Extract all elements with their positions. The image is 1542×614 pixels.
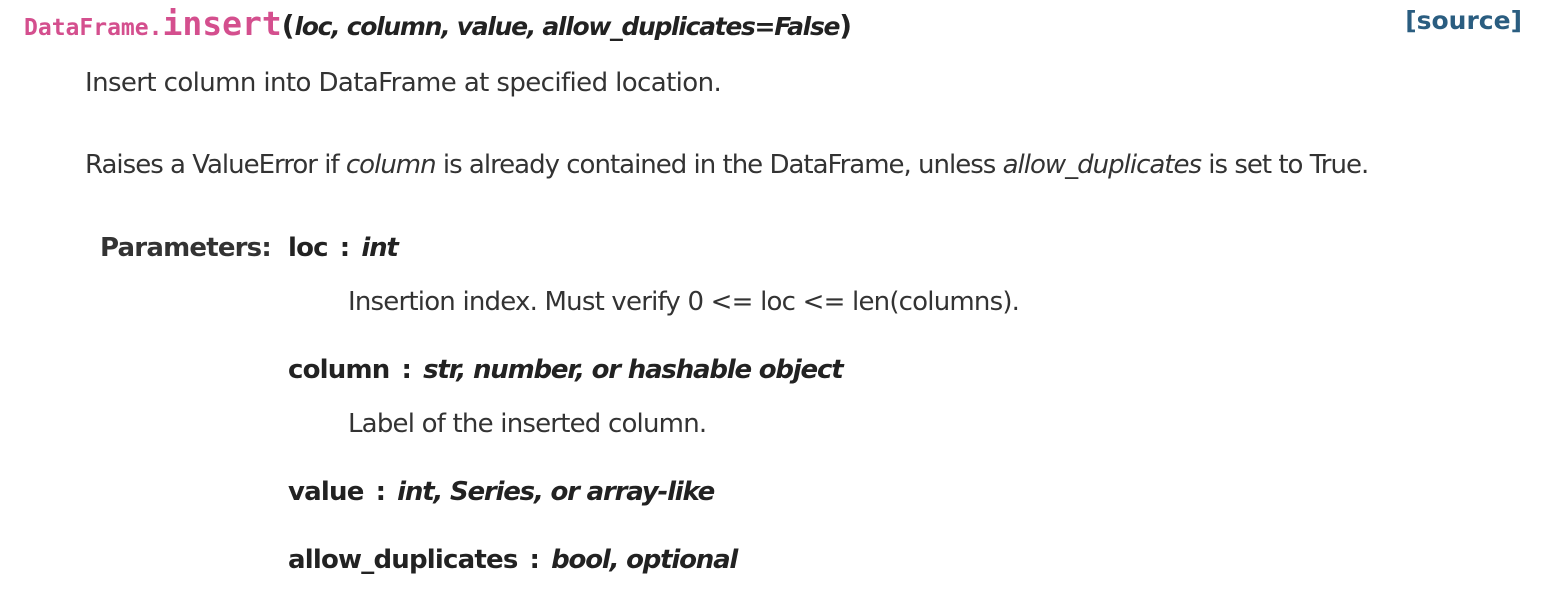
signature-method-name: insert — [162, 4, 282, 43]
param-column-description: Label of the inserted column. — [348, 409, 707, 439]
param-name: loc — [288, 233, 329, 263]
signature-params: loc, column, value, allow_duplicates=Fal… — [294, 12, 841, 41]
param-separator: : — [401, 355, 412, 385]
param-type: bool, optional — [551, 545, 738, 575]
method-signature: DataFrame. insert ( loc, column, value, … — [24, 4, 852, 50]
param-name: column — [288, 355, 390, 385]
raises-text: Raises a ValueError if column is already… — [85, 150, 1369, 180]
param-name: value — [288, 477, 364, 507]
param-loc-description: Insertion index. Must verify 0 <= loc <=… — [348, 287, 1020, 317]
raises-part-3: is set to True. — [1201, 150, 1369, 180]
signature-open-paren: ( — [281, 9, 295, 42]
param-allow-duplicates: allow_duplicates: bool, optional — [288, 545, 738, 575]
param-separator: : — [529, 545, 540, 575]
param-name: allow_duplicates — [288, 545, 518, 575]
raises-em-column: column — [345, 150, 437, 180]
param-separator: : — [375, 477, 386, 507]
parameters-label: Parameters: — [100, 233, 272, 263]
param-value: value: int, Series, or array-like — [288, 477, 715, 507]
summary-text: Insert column into DataFrame at specifie… — [85, 68, 722, 98]
signature-class-name: DataFrame. — [24, 15, 163, 41]
param-separator: : — [339, 233, 350, 263]
param-type: int — [361, 233, 398, 263]
raises-part-1: Raises a ValueError if — [85, 150, 346, 180]
source-link[interactable]: [source] — [1405, 6, 1522, 35]
param-type: str, number, or hashable object — [423, 355, 844, 385]
param-column: column: str, number, or hashable object — [288, 355, 844, 385]
param-loc: loc: int — [288, 233, 399, 263]
param-type: int, Series, or array-like — [397, 477, 715, 507]
raises-part-2: is already contained in the DataFrame, u… — [435, 150, 1003, 180]
raises-em-allow-duplicates: allow_duplicates — [1002, 150, 1202, 180]
signature-close-paren: ) — [839, 9, 852, 42]
